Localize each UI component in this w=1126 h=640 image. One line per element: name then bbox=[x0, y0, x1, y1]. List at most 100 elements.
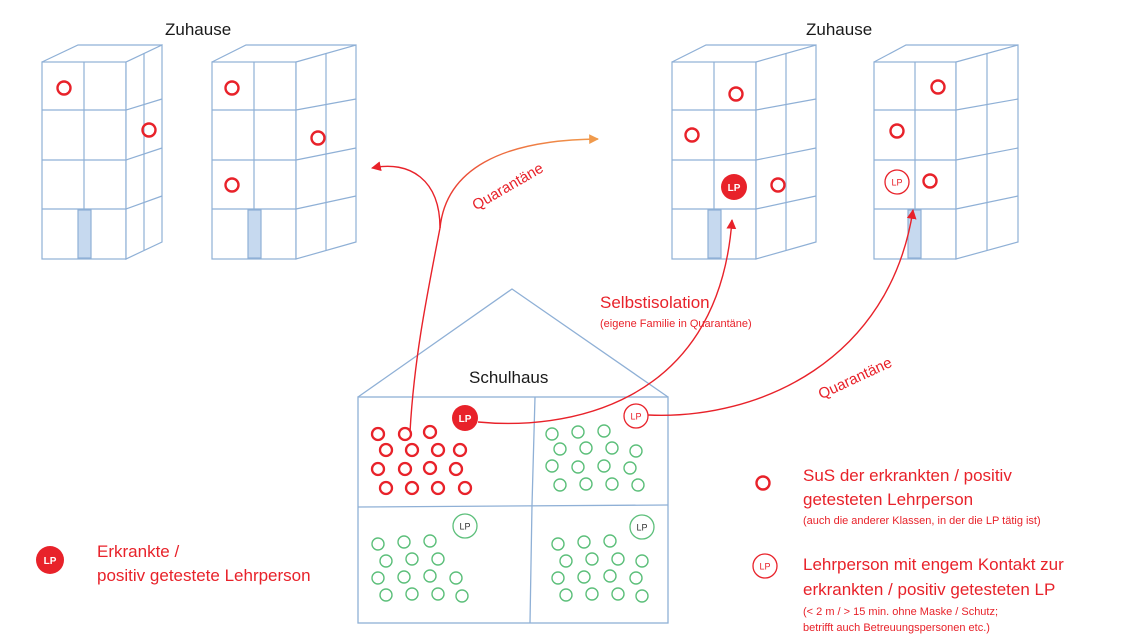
teacher-marker bbox=[452, 513, 478, 539]
lp-text: LP bbox=[728, 183, 741, 194]
quarantine-arrow-stem bbox=[409, 227, 441, 433]
student-marker bbox=[141, 122, 157, 138]
student-marker bbox=[930, 79, 946, 95]
legend-contact-note-line2: betrifft auch Betreuungspersonen etc.) bbox=[803, 622, 990, 634]
home-building-1 bbox=[41, 44, 163, 260]
student-marker bbox=[579, 477, 593, 491]
student-marker bbox=[597, 424, 611, 438]
contact-quarantine-arrow bbox=[647, 209, 917, 416]
sick-teacher-marker bbox=[452, 405, 478, 431]
student-marker bbox=[553, 442, 567, 456]
student-marker bbox=[629, 571, 643, 585]
student-marker bbox=[571, 425, 585, 439]
lp-text: LP bbox=[630, 412, 641, 422]
quarantine-arrow-right bbox=[439, 134, 599, 229]
student-marker bbox=[448, 461, 464, 477]
student-marker bbox=[405, 552, 419, 566]
student-marker bbox=[370, 426, 386, 442]
home-building-4 bbox=[873, 44, 1019, 260]
school-house bbox=[357, 288, 669, 624]
student-marker bbox=[371, 537, 385, 551]
student-marker bbox=[378, 480, 394, 496]
home-building-2 bbox=[211, 44, 357, 260]
student-marker bbox=[551, 537, 565, 551]
student-marker bbox=[422, 424, 438, 440]
contact-teacher-home-marker bbox=[884, 169, 910, 195]
quarantine-arrow-left bbox=[371, 161, 441, 229]
self-isolation-label: Selbstisolation bbox=[600, 293, 710, 312]
student-marker bbox=[603, 534, 617, 548]
self-isolation-note: (eigene Familie in Quarantäne) bbox=[600, 318, 752, 330]
legend-students-line1: SuS der erkrankten / positiv bbox=[803, 466, 1012, 485]
student-marker bbox=[605, 477, 619, 491]
legend-sick-teacher-marker bbox=[36, 546, 64, 574]
student-marker bbox=[422, 460, 438, 476]
student-marker bbox=[545, 459, 559, 473]
sick-teacher-home-marker bbox=[721, 174, 747, 200]
student-marker bbox=[371, 571, 385, 585]
student-marker bbox=[585, 552, 599, 566]
student-marker bbox=[430, 442, 446, 458]
legend-sick-teacher-line1: Erkrankte / bbox=[97, 542, 180, 561]
student-marker bbox=[430, 480, 446, 496]
student-marker bbox=[559, 554, 573, 568]
self-isolation-arrow bbox=[477, 219, 737, 425]
students-class-3 bbox=[371, 534, 469, 603]
student-marker bbox=[455, 589, 469, 603]
school-title: Schulhaus bbox=[469, 368, 549, 387]
student-marker bbox=[728, 86, 744, 102]
student-marker bbox=[629, 444, 643, 458]
student-marker bbox=[635, 554, 649, 568]
student-marker bbox=[397, 535, 411, 549]
legend-students-note: (auch die anderer Klassen, in der die LP… bbox=[803, 515, 1041, 527]
lp-text: LP bbox=[636, 523, 647, 533]
student-marker bbox=[370, 461, 386, 477]
lp-text: LP bbox=[459, 414, 472, 425]
legend-sick-teacher-line2: positiv getestete Lehrperson bbox=[97, 566, 311, 585]
student-marker bbox=[379, 588, 393, 602]
legend-students-line2: getesteten Lehrperson bbox=[803, 490, 974, 509]
teacher-marker bbox=[629, 514, 655, 540]
student-marker bbox=[623, 461, 637, 475]
student-marker bbox=[224, 177, 240, 193]
lp-text: LP bbox=[891, 178, 902, 188]
student-marker bbox=[553, 478, 567, 492]
student-marker bbox=[577, 535, 591, 549]
student-marker bbox=[310, 130, 326, 146]
student-marker bbox=[631, 478, 645, 492]
student-marker bbox=[635, 589, 649, 603]
student-marker bbox=[397, 426, 413, 442]
student-marker bbox=[431, 587, 445, 601]
lp-text: LP bbox=[44, 556, 57, 567]
student-marker bbox=[224, 80, 240, 96]
legend-contact-line1: Lehrperson mit engem Kontakt zur bbox=[803, 555, 1064, 574]
student-marker bbox=[404, 442, 420, 458]
student-marker bbox=[405, 587, 419, 601]
student-marker bbox=[597, 459, 611, 473]
legend-student-marker bbox=[755, 475, 771, 491]
student-marker bbox=[889, 123, 905, 139]
students-class-2 bbox=[545, 424, 645, 492]
home-building-3 bbox=[671, 44, 817, 260]
legend-contact-note-line1: (< 2 m / > 15 min. ohne Maske / Schutz; bbox=[803, 606, 999, 618]
student-marker bbox=[378, 442, 394, 458]
student-marker bbox=[404, 480, 420, 496]
contact-teacher-marker bbox=[623, 403, 649, 429]
student-marker bbox=[611, 552, 625, 566]
student-marker bbox=[457, 480, 473, 496]
home-title-left: Zuhause bbox=[165, 20, 232, 39]
student-marker bbox=[452, 442, 468, 458]
legend-contact-teacher-marker bbox=[752, 553, 778, 579]
student-marker bbox=[551, 571, 565, 585]
student-marker bbox=[577, 570, 591, 584]
student-marker bbox=[397, 461, 413, 477]
students-class-4 bbox=[551, 534, 649, 603]
legend-contact-line2: erkrankten / positiv getesteten LP bbox=[803, 580, 1056, 599]
student-marker bbox=[684, 127, 700, 143]
lp-text: LP bbox=[459, 522, 470, 532]
student-marker bbox=[585, 587, 599, 601]
student-marker bbox=[379, 554, 393, 568]
student-marker bbox=[770, 177, 786, 193]
